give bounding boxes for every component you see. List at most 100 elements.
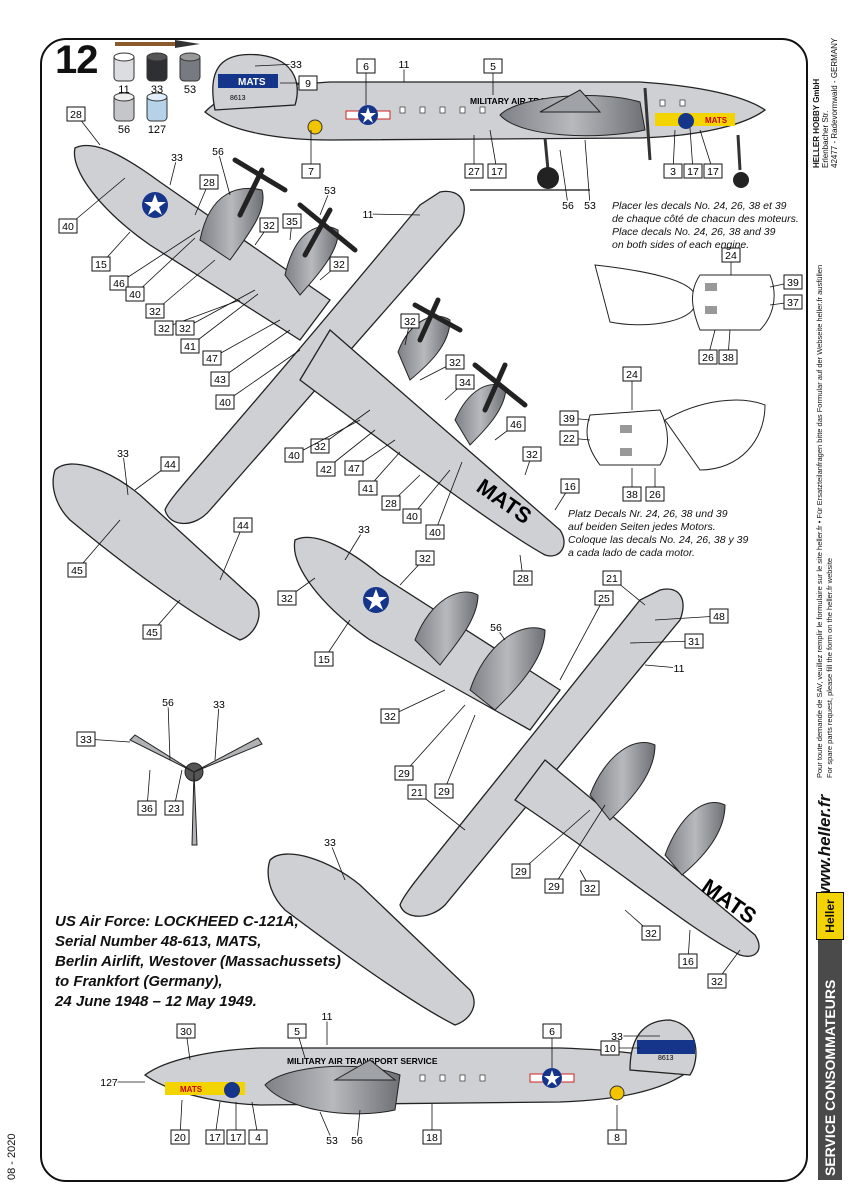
tail-band — [218, 74, 278, 88]
leader-line — [118, 229, 201, 284]
service-banner: SERVICE CONSOMMATEURS — [818, 940, 842, 1180]
decal-callout: 32 — [145, 259, 216, 319]
callout-number: 41 — [184, 341, 196, 353]
callout-number: 11 — [674, 663, 685, 675]
decal-callout: 17 — [683, 127, 703, 179]
decal-callout: 33 — [169, 151, 184, 186]
callout-number: 53 — [324, 185, 336, 197]
decal-callout: 29 — [511, 809, 591, 879]
callout-box — [329, 256, 349, 272]
callout-box — [125, 286, 145, 302]
decal-callout: 32 — [310, 409, 371, 454]
decal-callout: 32 — [624, 909, 661, 941]
nose-mats-text: MATS — [705, 116, 728, 125]
decal-callout: 40 — [125, 237, 196, 302]
callout-number: 40 — [219, 397, 231, 409]
callout-box — [91, 256, 111, 272]
callout-number: 33 — [358, 524, 370, 536]
callout-number: 43 — [214, 374, 226, 386]
decal-callout: 16 — [678, 929, 698, 969]
decal-callout: 47 — [344, 439, 396, 476]
callout-number: 53 — [326, 1135, 338, 1147]
decal-callout: 28 — [513, 554, 533, 586]
callout-box — [513, 570, 533, 586]
callout-box — [314, 651, 334, 667]
callout-box — [425, 524, 445, 540]
callout-number: 32 — [404, 316, 416, 328]
callout-box — [58, 218, 78, 234]
callout-box — [277, 590, 297, 606]
decal-callout: 40 — [58, 177, 126, 234]
callout-box — [511, 863, 531, 879]
decal-callout: 44 — [134, 456, 180, 491]
callout-number: 30 — [180, 1026, 192, 1038]
decal-callout: 38 — [622, 468, 642, 502]
callout-number: 27 — [468, 166, 480, 178]
decal-callout: 15 — [314, 619, 351, 667]
callout-box — [394, 765, 414, 781]
callout-number: 44 — [237, 520, 249, 532]
callout-number: 11 — [322, 1011, 333, 1023]
side-view-bottom: 8613 MILITARY AIR TRANSPORT SERVICE MATS — [143, 1019, 697, 1115]
leader-line — [217, 150, 231, 196]
engine-detail-bottom — [586, 399, 766, 471]
callout-number: 32 — [384, 711, 396, 723]
leader-line — [184, 289, 256, 329]
decal-callout: 6 — [356, 58, 376, 105]
leader-line — [443, 714, 476, 792]
decal-callout: 6 — [542, 1023, 562, 1068]
leader-line — [629, 640, 695, 644]
callout-box — [703, 163, 723, 179]
caption-line: Berlin Airlift, Westover (Massachussets) — [55, 953, 341, 970]
callout-number: 127 — [100, 1077, 118, 1089]
callout-number: 7 — [308, 166, 314, 178]
callout-box — [210, 371, 230, 387]
callout-number: 28 — [385, 498, 397, 510]
callout-number: 40 — [429, 527, 441, 539]
callout-box — [580, 880, 600, 896]
paint-pot-11 — [113, 52, 135, 82]
decal-callout: 29 — [434, 714, 476, 799]
callout-box — [215, 394, 235, 410]
callout-box — [607, 1129, 627, 1145]
callout-box — [226, 1129, 246, 1145]
leader-line — [122, 452, 129, 496]
callout-number: 32 — [419, 553, 431, 565]
decal-callout: 28 — [381, 474, 421, 511]
website-link[interactable]: www.heller.fr — [815, 794, 834, 900]
decal-callout: 3 — [663, 129, 683, 179]
caption-line: to Frankfort (Germany), — [55, 973, 223, 990]
note-line: Place decals No. 24, 26, 38 and 39 — [612, 226, 776, 238]
callout-box — [544, 878, 564, 894]
callout-number: 20 — [174, 1132, 186, 1144]
tail-mats-text: MATS — [238, 77, 266, 88]
callout-box — [464, 163, 484, 179]
decal-callout: 40 — [425, 461, 463, 540]
callout-number: 25 — [598, 593, 610, 605]
paint-pot-53 — [179, 52, 201, 82]
address-line: 42477 - Radevormwald - GERMANY — [830, 37, 839, 168]
decal-callout: 32 — [175, 289, 256, 336]
callout-box — [259, 217, 279, 233]
callout-number: 32 — [158, 323, 170, 335]
callout-number: 56 — [562, 200, 574, 212]
callout-number: 33 — [171, 152, 183, 164]
callout-number: 28 — [203, 177, 215, 189]
decal-callout: 34 — [444, 374, 475, 401]
callout-box — [487, 163, 507, 179]
decal-callout: 22 — [559, 430, 591, 446]
callout-number: 17 — [209, 1132, 221, 1144]
callout-number: 29 — [438, 786, 450, 798]
callout-number: 21 — [606, 573, 618, 585]
callout-box — [248, 1129, 268, 1145]
nose-mats-text: MATS — [180, 1085, 203, 1094]
caption-line: 24 June 1948 – 12 May 1949. — [55, 993, 257, 1010]
decal-callout: 32 — [399, 550, 435, 586]
decal-callout: 31 — [629, 633, 704, 649]
leader-line — [219, 524, 244, 581]
callout-number: 41 — [362, 483, 374, 495]
tail-serial: 8613 — [658, 1055, 674, 1062]
decal-callout: 37 — [769, 294, 803, 310]
decal-callout: 9 — [280, 75, 318, 91]
decal-callout: 21 — [407, 784, 466, 831]
